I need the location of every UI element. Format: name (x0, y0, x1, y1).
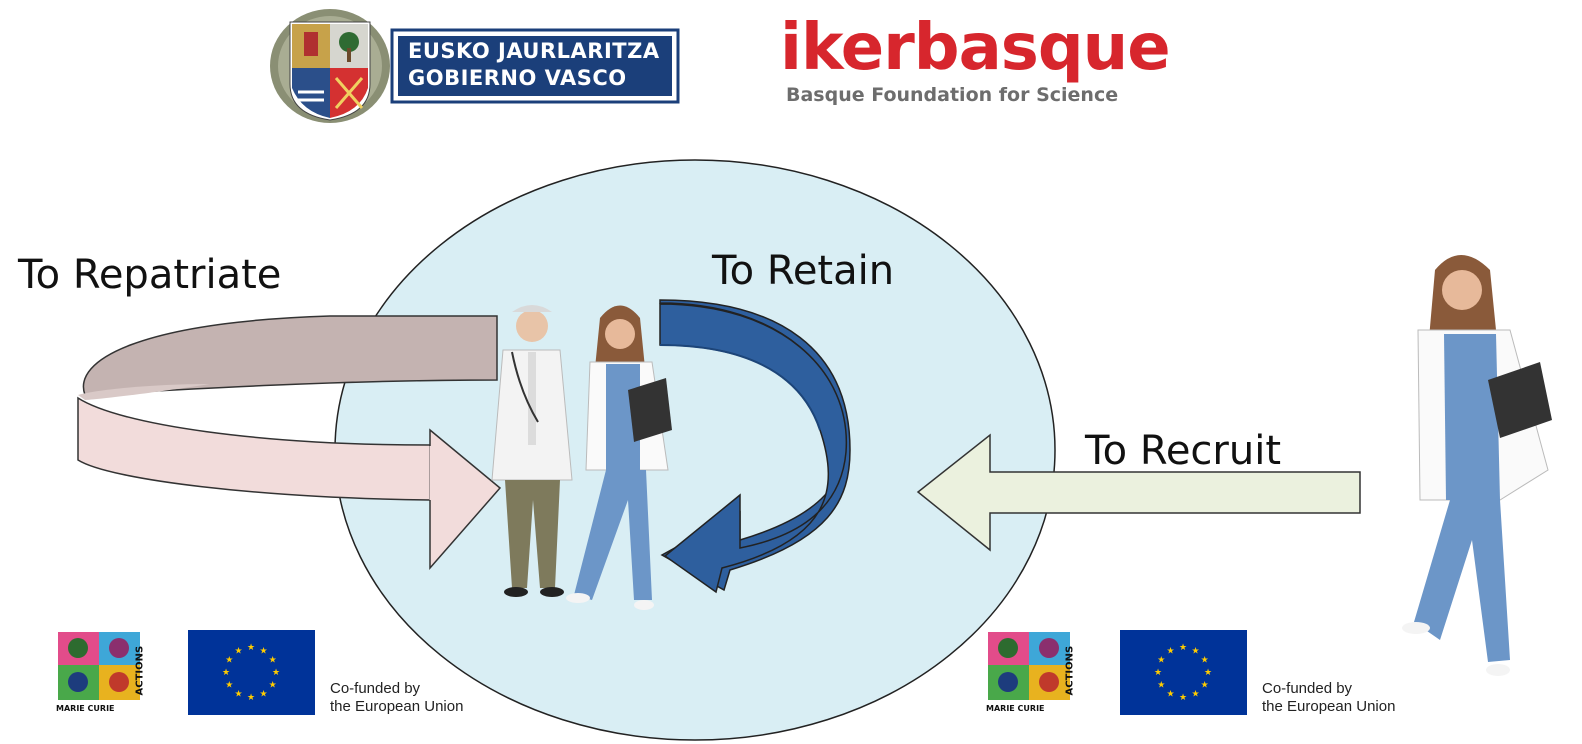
eu-star-icon: ★ (1191, 645, 1199, 655)
eu-caption-right: Co-funded by the European Union (1262, 680, 1395, 716)
eu-star-icon: ★ (247, 692, 255, 702)
eu-star-icon: ★ (269, 680, 277, 690)
eu-star-icon: ★ (247, 642, 255, 652)
eu-star-icon: ★ (222, 667, 230, 677)
eu-caption-line2: the European Union (1262, 698, 1396, 715)
eu-star-icon: ★ (225, 680, 233, 690)
ikerbasque-wordmark: ikerbasque (780, 11, 1171, 85)
eu-caption-line2: the European Union (330, 698, 464, 715)
eu-star-icon: ★ (1191, 689, 1199, 699)
eu-caption-line1: Co-funded by (1262, 680, 1353, 697)
actions-text-right: ACTIONS (1064, 645, 1076, 696)
eu-flag-left (188, 630, 315, 715)
basque-coat-of-arms-icon (270, 9, 680, 123)
eu-stars-right: ★★★★★★★★★★★★ (1154, 642, 1212, 702)
gov-logo-line1: EUSKO JAURLARITZA (408, 39, 660, 63)
eu-caption-left: Co-funded by the European Union (330, 680, 463, 716)
retain-label: To Retain (712, 248, 895, 294)
eu-caption-line1: Co-funded by (330, 680, 421, 697)
eu-star-icon: ★ (259, 645, 267, 655)
eu-star-icon: ★ (225, 655, 233, 665)
eu-star-icon: ★ (1204, 667, 1212, 677)
retain-arrow (659, 299, 851, 594)
marie-curie-text-left: MARIE CURIE (56, 704, 115, 713)
eu-star-icon: ★ (234, 645, 242, 655)
recruit-arrow (916, 433, 1361, 552)
eu-star-icon: ★ (1201, 680, 1209, 690)
actions-text-left: ACTIONS (134, 645, 146, 696)
doctors-group-image (491, 305, 672, 610)
eu-star-icon: ★ (259, 689, 267, 699)
eu-star-icon: ★ (1157, 655, 1165, 665)
marie-curie-text-right: MARIE CURIE (986, 704, 1045, 713)
eu-star-icon: ★ (234, 689, 242, 699)
eu-star-icon: ★ (1179, 642, 1187, 652)
eu-star-icon: ★ (272, 667, 280, 677)
marie-curie-logo-left (58, 632, 140, 700)
eu-flag-right (1120, 630, 1247, 715)
eu-star-icon: ★ (1166, 645, 1174, 655)
female-doctor-figure (566, 305, 672, 610)
eu-star-icon: ★ (1157, 680, 1165, 690)
eu-stars-left: ★★★★★★★★★★★★ (222, 642, 280, 702)
eu-star-icon: ★ (269, 655, 277, 665)
eu-star-icon: ★ (1179, 692, 1187, 702)
repatriate-label: To Repatriate (18, 252, 282, 298)
male-doctor-figure (491, 305, 573, 597)
ikerbasque-logo: ikerbasque Basque Foundation for Science (780, 11, 1171, 122)
eu-star-icon: ★ (1201, 655, 1209, 665)
eu-star-icon: ★ (1154, 667, 1162, 677)
gobierno-vasco-logo: EUSKO JAURLARITZA GOBIERNO VASCO (268, 6, 680, 124)
recruited-doctor-image (1402, 255, 1552, 676)
marie-curie-logo-right (988, 632, 1070, 700)
recruit-label: To Recruit (1085, 428, 1282, 474)
ikerbasque-tagline: Basque Foundation for Science (786, 84, 1119, 106)
gov-logo-line2: GOBIERNO VASCO (408, 66, 627, 90)
repatriate-arrow (77, 315, 502, 570)
eu-star-icon: ★ (1166, 689, 1174, 699)
